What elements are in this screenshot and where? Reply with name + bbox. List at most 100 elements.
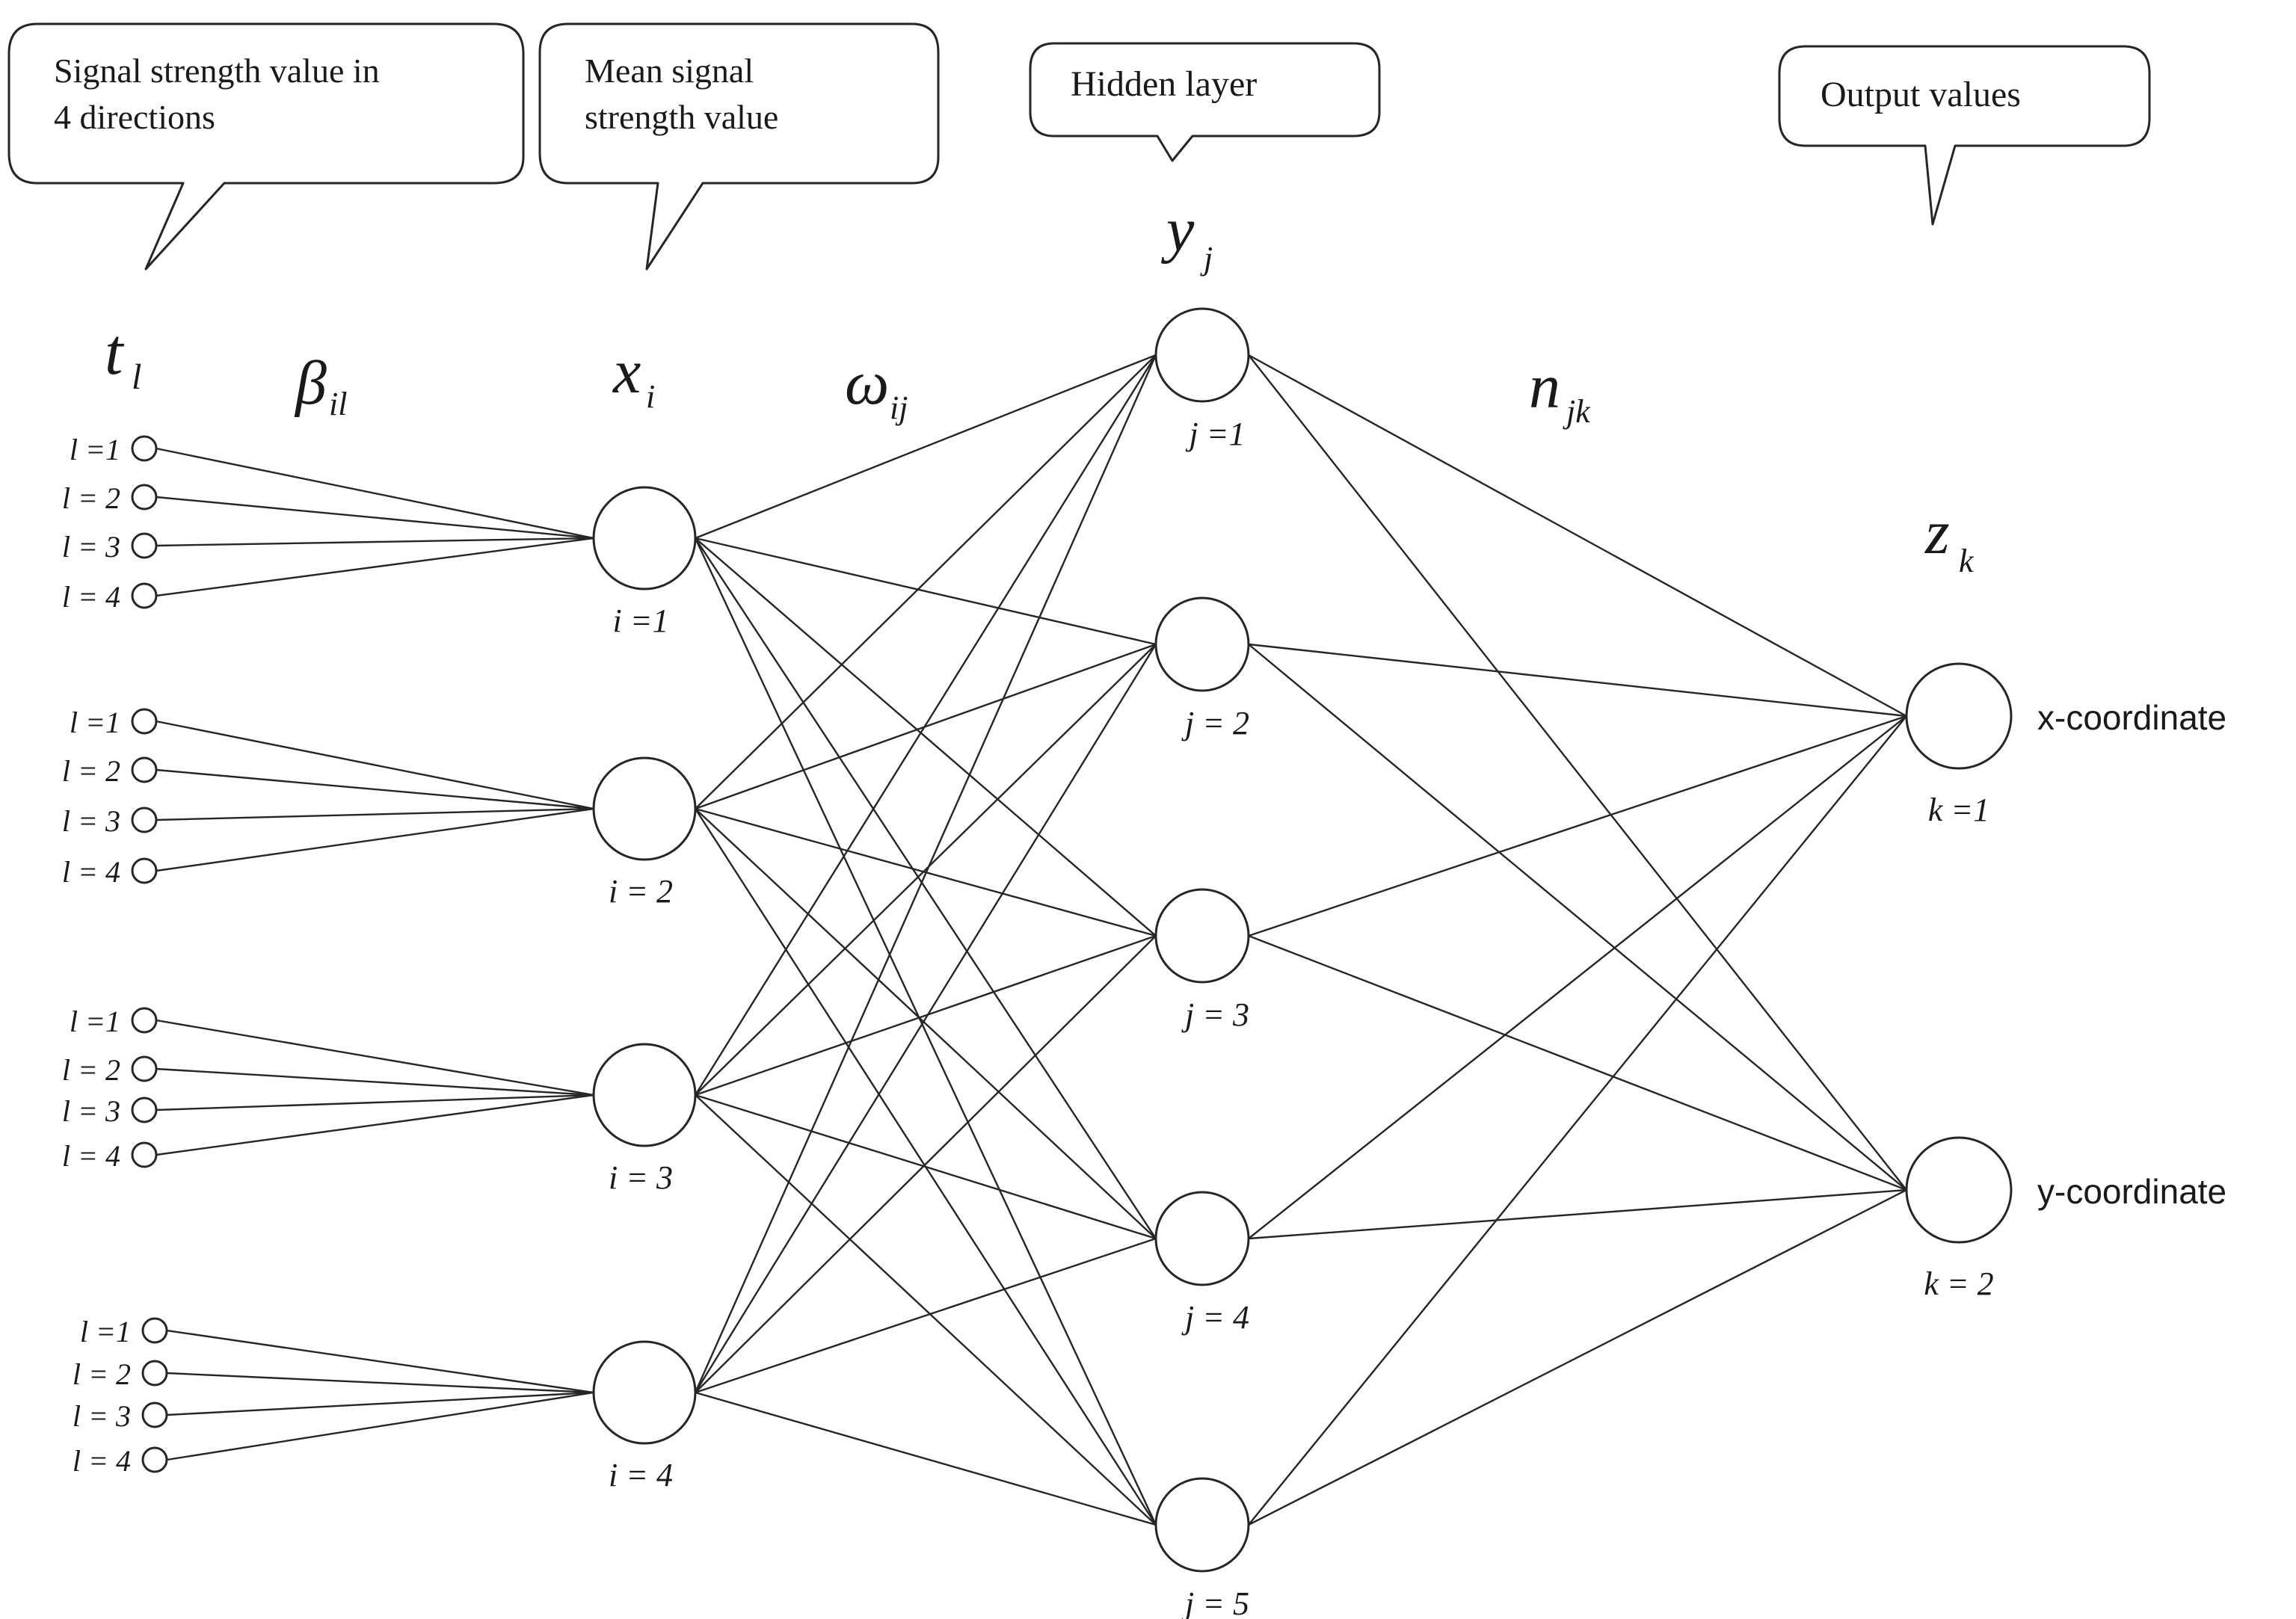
input-to-mean-line [156,1094,594,1111]
mean-to-hidden-line [695,1391,1157,1526]
network-nodes [131,307,2013,1573]
input-node-label: l = 3 [62,804,120,838]
input-to-mean-line [156,496,594,540]
hidden-node-label: j = 4 [1181,1299,1249,1336]
hidden-to-output-line [1248,715,1907,937]
mean-node-label: i = 2 [609,873,673,910]
symbol-t: t l [105,316,141,397]
callout-output: Output values [1778,45,2151,226]
symbol-beta-base: β [294,348,327,418]
input-to-mean-line [156,1067,594,1097]
symbol-y-sub: j [1200,240,1213,277]
input-node-label: l = 4 [62,580,120,614]
mean-to-hidden-line [695,934,1157,1097]
mean-node [592,1340,697,1445]
symbol-y-base: y [1160,195,1195,265]
hidden-to-output-line [1248,1188,1907,1526]
hidden-to-output-line [1248,934,1907,1191]
mean-to-hidden-line [694,354,1157,1393]
input-to-mean-line [156,1019,594,1097]
mean-node [592,1043,697,1147]
input-node [131,708,158,735]
mean-to-hidden-line [694,537,1157,1239]
callout-input: Signal strength value in 4 directions [7,22,525,271]
output-name-label: x-coordinate [2037,698,2226,737]
input-node-label: l = 3 [62,530,120,564]
input-node [131,857,158,884]
symbol-omega-sub: ij [890,389,908,426]
input-node [131,532,158,559]
symbol-t-sub: l [132,357,141,397]
mean-to-hidden-line [695,935,1157,1393]
input-node [131,582,158,609]
input-node [131,1097,158,1123]
symbol-n-base: n [1529,352,1560,422]
input-to-mean-line [156,537,594,547]
input-node [131,807,158,833]
connection-lines [156,354,1907,1526]
mean-to-hidden-line [695,808,1157,1239]
input-to-mean-line [166,1391,594,1461]
callout-hidden-line1: Hidden layer [1071,64,1257,104]
symbol-n-sub: jk [1563,393,1591,430]
output-node [1905,1136,2013,1244]
mean-node-label: i = 3 [609,1159,673,1196]
symbol-x-base: x [612,337,641,407]
mean-to-hidden-line [695,354,1157,540]
hidden-to-output-line [1248,715,1907,1526]
input-node-label: l = 2 [62,1053,120,1087]
input-to-mean-line [166,1391,594,1416]
symbol-x-sub: i [646,378,655,415]
hidden-node [1154,888,1250,984]
symbol-x: x i [612,337,655,415]
input-to-mean-line [156,447,594,540]
mean-node-label: i =1 [613,602,669,639]
output-node-label: k = 2 [1924,1265,1993,1302]
hidden-to-output-line [1248,643,1907,718]
callout-mean: Mean signal strength value [538,22,940,271]
input-to-mean-line [156,768,594,810]
symbol-beta: β il [294,348,347,422]
input-node [131,1055,158,1082]
callout-mean-line2: strength value [585,98,778,136]
mean-to-hidden-line [695,354,1157,810]
mean-to-hidden-line [695,537,1157,937]
hidden-node-label: j = 3 [1181,996,1249,1033]
hidden-to-output-line [1248,354,1907,718]
callout-output-line1: Output values [1821,75,2021,114]
input-to-mean-line [166,1329,594,1394]
hidden-node [1154,1191,1250,1286]
symbol-omega-base: ω [845,348,889,418]
input-node [131,484,158,511]
node-labels: l =1l = 2l = 3l = 4l =1l = 2l = 3l = 4l … [62,416,2226,1619]
symbol-y: y j [1160,195,1213,277]
input-to-mean-line [156,1094,594,1156]
input-node-label: l =1 [70,1005,120,1038]
output-node-label: k =1 [1928,792,1989,828]
hidden-to-output-line [1248,644,1907,1191]
hidden-to-output-line [1248,354,1907,1191]
output-name-label: y-coordinate [2037,1172,2226,1211]
mean-to-hidden-line [695,1094,1157,1526]
mean-to-hidden-line [695,644,1157,1096]
symbol-t-base: t [105,316,125,389]
mean-to-hidden-line [694,644,1157,1393]
mean-to-hidden-line [695,1094,1157,1240]
symbol-z-base: z [1924,498,1950,567]
mean-to-hidden-line [695,1237,1157,1394]
input-node [131,1007,158,1034]
hidden-node-label: j = 5 [1181,1585,1249,1619]
input-node [131,1141,158,1168]
symbol-z-sub: k [1959,543,1975,579]
input-node [131,756,158,783]
callout-mean-line1: Mean signal [585,52,754,90]
mean-node [592,756,697,861]
mean-to-hidden-line [694,354,1157,1096]
input-to-mean-line [156,537,594,597]
hidden-to-output-line [1248,1188,1907,1240]
hidden-node-label: j =1 [1186,416,1246,452]
mean-node-label: i = 4 [609,1457,673,1493]
input-node [141,1360,168,1387]
input-node-label: l = 3 [62,1094,120,1128]
